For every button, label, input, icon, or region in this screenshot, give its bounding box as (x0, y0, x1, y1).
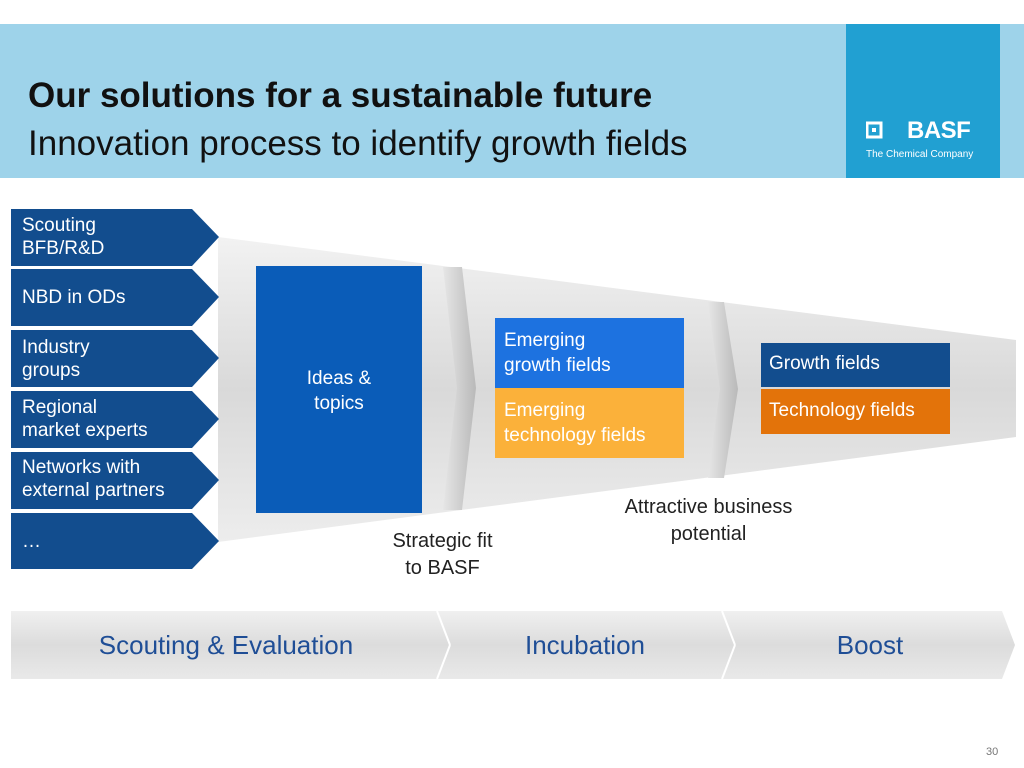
source-label-nbd: NBD in ODs (22, 287, 126, 308)
source-arrow-4 (11, 391, 219, 448)
stage-label-scouting: Scouting & Evaluation (98, 630, 354, 660)
source-arrow-5 (11, 452, 219, 509)
ideas-box (256, 266, 422, 513)
basf-square-mark-icon (866, 121, 883, 139)
source-label-more: … (22, 531, 41, 552)
page-title: Our solutions for a sustainable future (28, 76, 653, 115)
stage-bar-1 (11, 611, 450, 679)
stage-bar-3 (722, 611, 1015, 679)
emerging-tech-box (495, 388, 684, 458)
source-arrows (11, 209, 219, 569)
technology-fields-label: Technology fields (769, 400, 915, 421)
logo-name: BASF (907, 117, 971, 144)
stage-label-incubation: Incubation (525, 630, 645, 660)
growth-fields-box (761, 343, 950, 387)
source-label-scouting: Scouting BFB/R&D (22, 215, 105, 259)
gate-label-strategic-fit: Strategic fit to BASF (392, 530, 493, 579)
source-arrow-1 (11, 209, 219, 266)
emerging-growth-label: Emerging growth fields (504, 330, 611, 376)
stage-divider-2 (721, 610, 736, 646)
source-arrow-3 (11, 330, 219, 387)
gate-arrow-1 (443, 267, 476, 510)
page-subtitle: Innovation process to identify growth fi… (28, 124, 688, 163)
growth-fields-label: Growth fields (769, 353, 880, 374)
stage-divider-2b (721, 644, 736, 680)
source-label-industry: Industry groups (22, 337, 90, 381)
emerging-tech-label: Emerging technology fields (504, 400, 646, 446)
gate-arrow-2 (708, 302, 738, 478)
source-label-regional: Regional market experts (22, 397, 148, 441)
gate-label-business-potential: Attractive business potential (624, 496, 793, 545)
ideas-label: Ideas & topics (306, 368, 372, 414)
page-number: 30 (986, 746, 999, 758)
stage-divider-1 (436, 610, 451, 646)
stage-label-boost: Boost (836, 630, 904, 660)
technology-fields-box (761, 389, 950, 434)
stage-bar-2 (437, 611, 735, 679)
stage-divider-1b (436, 644, 451, 680)
source-label-networks: Networks with external partners (22, 457, 165, 501)
logo-tagline: The Chemical Company (866, 149, 974, 160)
source-arrow-2 (11, 269, 219, 326)
emerging-growth-box (495, 318, 684, 388)
source-arrow-6 (11, 513, 219, 569)
logo (846, 24, 1000, 178)
